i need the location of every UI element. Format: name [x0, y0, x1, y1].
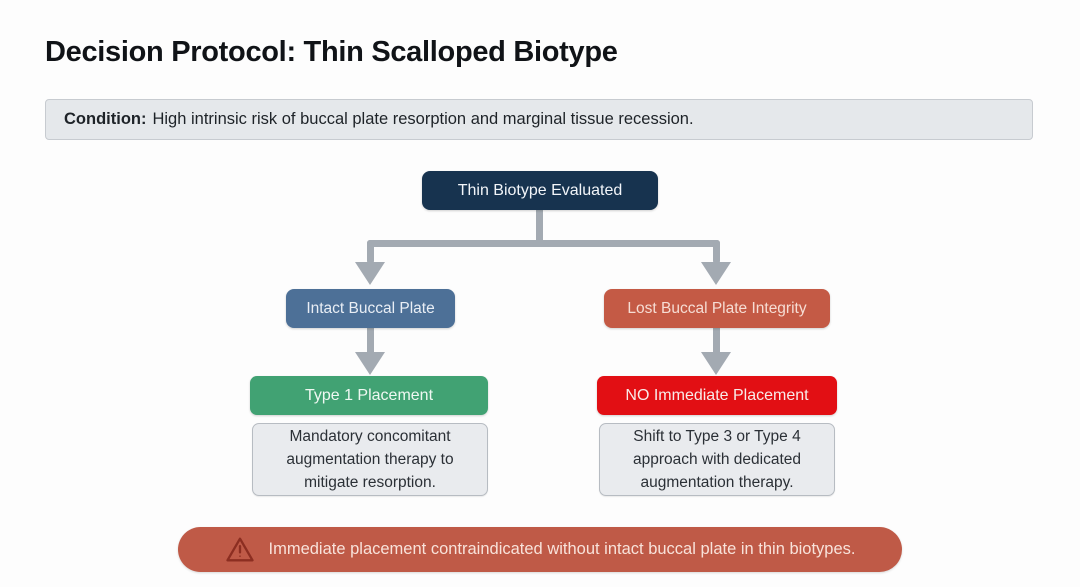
arrow-down-icon	[355, 352, 385, 375]
arrow-down-icon	[701, 262, 731, 285]
arrow-down-icon	[355, 262, 385, 285]
connector-left-stub	[367, 240, 374, 264]
flow-node-type1-placement: Type 1 Placement	[250, 376, 488, 415]
flow-node-root: Thin Biotype Evaluated	[422, 171, 658, 210]
connector-left-decision-stem	[367, 328, 374, 354]
connector-right-stub	[713, 240, 720, 264]
flow-node-lost-buccal-plate: Lost Buccal Plate Integrity	[604, 289, 830, 328]
flow-node-no-immediate-placement: NO Immediate Placement	[597, 376, 837, 415]
page-title: Decision Protocol: Thin Scalloped Biotyp…	[45, 36, 618, 68]
warning-text: Immediate placement contraindicated with…	[268, 540, 856, 558]
connector-right-decision-stem	[713, 328, 720, 354]
warning-triangle-icon	[225, 536, 255, 563]
flow-node-intact-buccal-plate: Intact Buccal Plate	[286, 289, 455, 328]
note-right: Shift to Type 3 or Type 4 approach with …	[599, 423, 835, 496]
arrow-down-icon	[701, 352, 731, 375]
warning-banner: Immediate placement contraindicated with…	[178, 527, 902, 572]
connector-root-stem	[536, 210, 543, 243]
connector-branch-bar	[367, 240, 720, 247]
note-left: Mandatory concomitant augmentation thera…	[252, 423, 488, 496]
condition-text: High intrinsic risk of buccal plate reso…	[152, 110, 694, 128]
condition-banner: Condition: High intrinsic risk of buccal…	[45, 99, 1033, 140]
condition-label: Condition:	[64, 110, 147, 128]
